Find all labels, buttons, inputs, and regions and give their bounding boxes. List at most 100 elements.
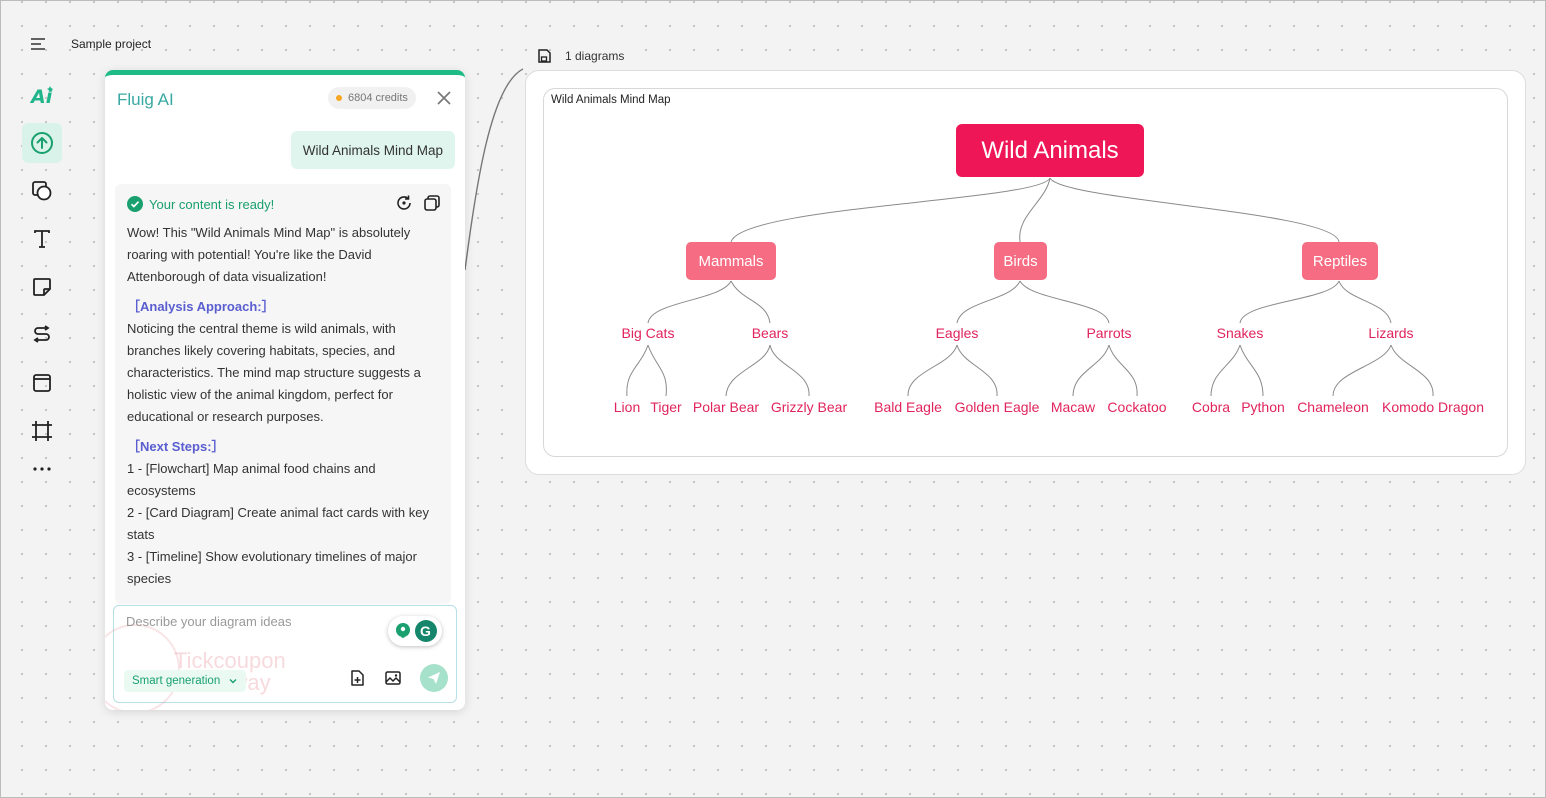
panel-title: Fluig AI: [117, 90, 174, 109]
prompt-input[interactable]: [126, 614, 376, 629]
svg-text:Ai: Ai: [30, 86, 53, 106]
frame-icon: [33, 374, 51, 392]
diagram-count-label[interactable]: 1 diagrams: [537, 46, 627, 66]
branch-node-reptiles[interactable]: Reptiles: [1302, 242, 1378, 280]
left-toolbar: Ai: [22, 75, 62, 487]
leaf-node[interactable]: Polar Bear: [692, 399, 760, 415]
intro-text: Wow! This "Wild Animals Mind Map" is abs…: [127, 225, 411, 284]
leaf-node[interactable]: Python: [1241, 399, 1285, 415]
ai-response: Your content is ready! Wow! This "Wild A…: [115, 184, 451, 604]
edge: [730, 280, 771, 324]
ai-icon: Ai: [30, 86, 53, 106]
edge: [1019, 177, 1051, 243]
status-row: Your content is ready!: [127, 194, 439, 214]
generation-mode-label: Smart generation: [132, 675, 221, 687]
message-body: Wow! This "Wild Animals Mind Map" is abs…: [127, 222, 439, 590]
branch-node-birds[interactable]: Birds: [994, 242, 1047, 280]
edge: [647, 280, 732, 324]
shapes-tool[interactable]: [22, 171, 62, 211]
leaf-node[interactable]: Bald Eagle: [874, 399, 942, 415]
connector-tool[interactable]: [22, 315, 62, 355]
edge: [1210, 344, 1241, 397]
analysis-text: Noticing the central theme is wild anima…: [127, 321, 421, 424]
group-node[interactable]: Lizards: [1368, 325, 1414, 341]
crop-tool[interactable]: [22, 411, 62, 451]
group-node[interactable]: Eagles: [935, 325, 979, 341]
leaf-node[interactable]: Chameleon: [1297, 399, 1369, 415]
edge: [1019, 280, 1110, 324]
edge: [1239, 280, 1340, 324]
save-icon: [538, 49, 551, 63]
upload-tool[interactable]: [22, 123, 62, 163]
text-tool[interactable]: [22, 219, 62, 259]
send-button[interactable]: [420, 664, 448, 692]
leaf-node[interactable]: Tiger: [650, 399, 682, 415]
group-node[interactable]: Big Cats: [621, 325, 675, 341]
copy-button[interactable]: [423, 194, 441, 212]
shapes-icon: [32, 181, 52, 201]
credits-badge: 6804 credits: [328, 87, 416, 109]
connector-icon: [33, 325, 50, 343]
grammarly-icon: G: [414, 620, 437, 642]
project-name[interactable]: Sample project: [71, 37, 152, 51]
credits-text: 6804 credits: [348, 92, 408, 104]
close-icon: [437, 91, 451, 105]
check-circle-icon: [127, 196, 143, 212]
close-panel-button[interactable]: [435, 89, 453, 107]
leaf-node[interactable]: Macaw: [1050, 399, 1096, 415]
edge: [626, 344, 649, 397]
group-node[interactable]: Parrots: [1086, 325, 1132, 341]
leaf-node[interactable]: Cockatoo: [1107, 399, 1167, 415]
next-steps-heading: ［Next Steps:］: [127, 439, 225, 454]
hamburger-menu-icon[interactable]: [29, 35, 47, 53]
text-icon: [34, 230, 50, 248]
step-item: 3 - [Timeline] Show evolutionary timelin…: [127, 549, 417, 586]
user-message: Wild Animals Mind Map: [290, 131, 455, 169]
regenerate-button[interactable]: [395, 194, 413, 212]
crop-icon: [32, 421, 52, 441]
leaf-node[interactable]: Lion: [613, 399, 641, 415]
chevron-down-icon: [229, 679, 237, 684]
edge: [1108, 344, 1138, 397]
step-item: 1 - [Flowchart] Map animal food chains a…: [127, 461, 376, 498]
assistant-pill[interactable]: G: [388, 616, 442, 646]
edge: [1072, 344, 1110, 397]
copy-icon: [424, 195, 440, 211]
sticky-note-icon: [33, 278, 51, 296]
status-text: Your content is ready!: [149, 196, 275, 212]
group-node[interactable]: Bears: [751, 325, 789, 341]
sticky-note-tool[interactable]: [22, 267, 62, 307]
diagram-title[interactable]: Wild Animals Mind Map: [551, 94, 671, 106]
edge: [769, 344, 810, 397]
group-node[interactable]: Snakes: [1216, 325, 1264, 341]
leaf-node[interactable]: Grizzly Bear: [770, 399, 848, 415]
arrow-up-circle-icon: [31, 132, 53, 154]
image-icon[interactable]: [384, 669, 402, 687]
leaf-node[interactable]: Komodo Dragon: [1382, 399, 1484, 415]
message-actions: [395, 194, 441, 212]
top-bar: Sample project: [29, 33, 151, 55]
generation-mode-select[interactable]: Smart generation: [124, 670, 247, 692]
mind-map-root-node[interactable]: Wild Animals: [956, 124, 1144, 177]
refresh-icon: [397, 195, 411, 210]
more-tool[interactable]: [22, 459, 62, 479]
edge: [1390, 344, 1434, 397]
step-item: 2 - [Card Diagram] Create animal fact ca…: [127, 505, 429, 542]
ai-panel: Fluig AI 6804 credits Wild Animals Mind …: [105, 70, 465, 710]
edge: [730, 177, 1051, 243]
ai-tool[interactable]: Ai: [22, 75, 62, 115]
analysis-heading: ［Analysis Approach:］: [127, 299, 275, 314]
credits-dot-icon: [336, 95, 342, 101]
edge: [725, 344, 771, 397]
edge: [647, 344, 667, 397]
edge: [1332, 344, 1392, 397]
edge: [1338, 280, 1392, 324]
leaf-node[interactable]: Golden Eagle: [954, 399, 1040, 415]
frame-tool[interactable]: [22, 363, 62, 403]
edge: [956, 344, 998, 397]
branch-node-mammals[interactable]: Mammals: [686, 242, 776, 280]
add-file-icon[interactable]: [348, 669, 366, 687]
input-actions: [348, 664, 448, 692]
edge: [1239, 344, 1264, 397]
leaf-node[interactable]: Cobra: [1191, 399, 1231, 415]
